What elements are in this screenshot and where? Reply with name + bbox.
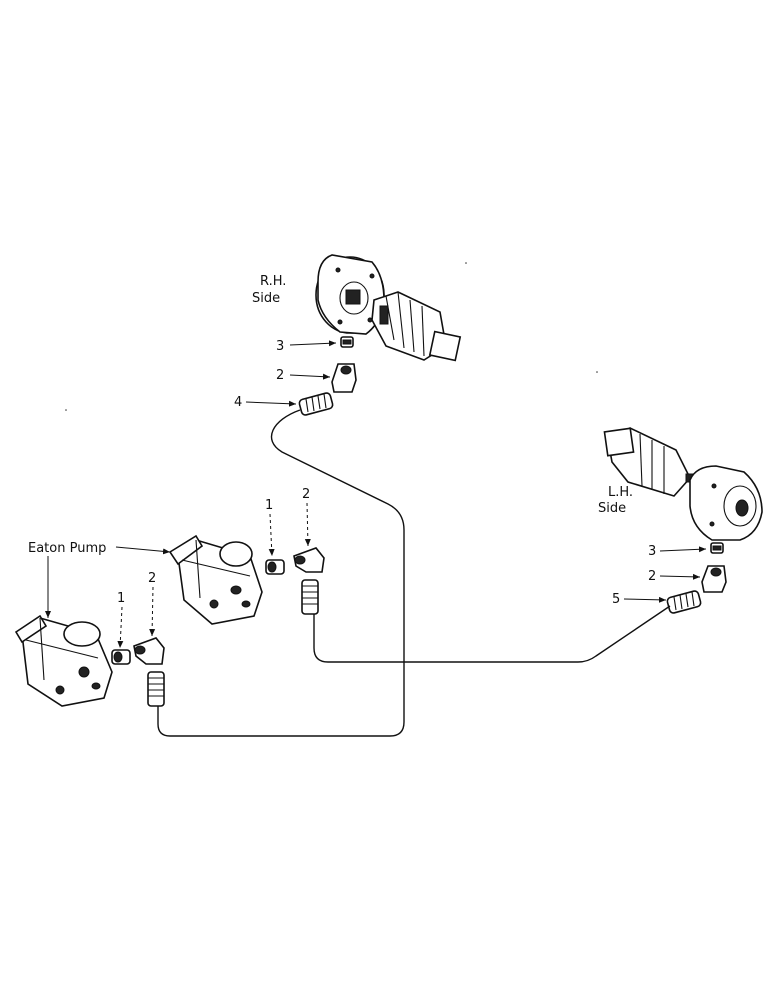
hose-rh-to-lower-pump: [157, 409, 405, 737]
callout-rh-2: 2: [276, 368, 284, 383]
callout-rh-4: 4: [234, 395, 242, 410]
rh-side-label-line2: Side: [252, 291, 280, 306]
callout-lh-2: 2: [648, 569, 656, 584]
callout-lower-1: 1: [117, 591, 125, 606]
callout-lh-5: 5: [612, 592, 620, 607]
lh-motor-assembly: [603, 427, 763, 541]
upper-elbow-2: [293, 547, 325, 573]
rh-hose-end-4: [298, 392, 334, 416]
lh-fitting-3: [710, 542, 724, 554]
lower-hose-end: [147, 671, 165, 707]
lower-adapter-1: [111, 649, 131, 665]
callout-lh-3: 3: [648, 544, 656, 559]
upper-eaton-pump: [168, 534, 263, 625]
lower-elbow-2: [133, 637, 165, 665]
upper-adapter-1: [265, 559, 285, 575]
lh-hose-end-5: [666, 590, 702, 614]
callout-upper-2: 2: [302, 487, 310, 502]
callout-upper-1: 1: [265, 498, 273, 513]
eaton-pump-label: Eaton Pump: [28, 541, 106, 556]
upper-hose-end: [301, 579, 319, 615]
callout-rh-3: 3: [276, 339, 284, 354]
hose-upper-pump-to-lh: [313, 605, 671, 663]
lower-eaton-pump: [14, 614, 113, 707]
rh-fitting-3: [340, 336, 354, 348]
rh-elbow-2: [331, 363, 357, 393]
rh-side-label-line1: R.H.: [260, 274, 286, 289]
lh-elbow-2: [701, 565, 727, 593]
lh-side-label-line1: L.H.: [608, 485, 633, 500]
rh-motor-assembly: [315, 254, 462, 362]
lh-side-label-line2: Side: [598, 501, 626, 516]
callout-lower-2: 2: [148, 571, 156, 586]
